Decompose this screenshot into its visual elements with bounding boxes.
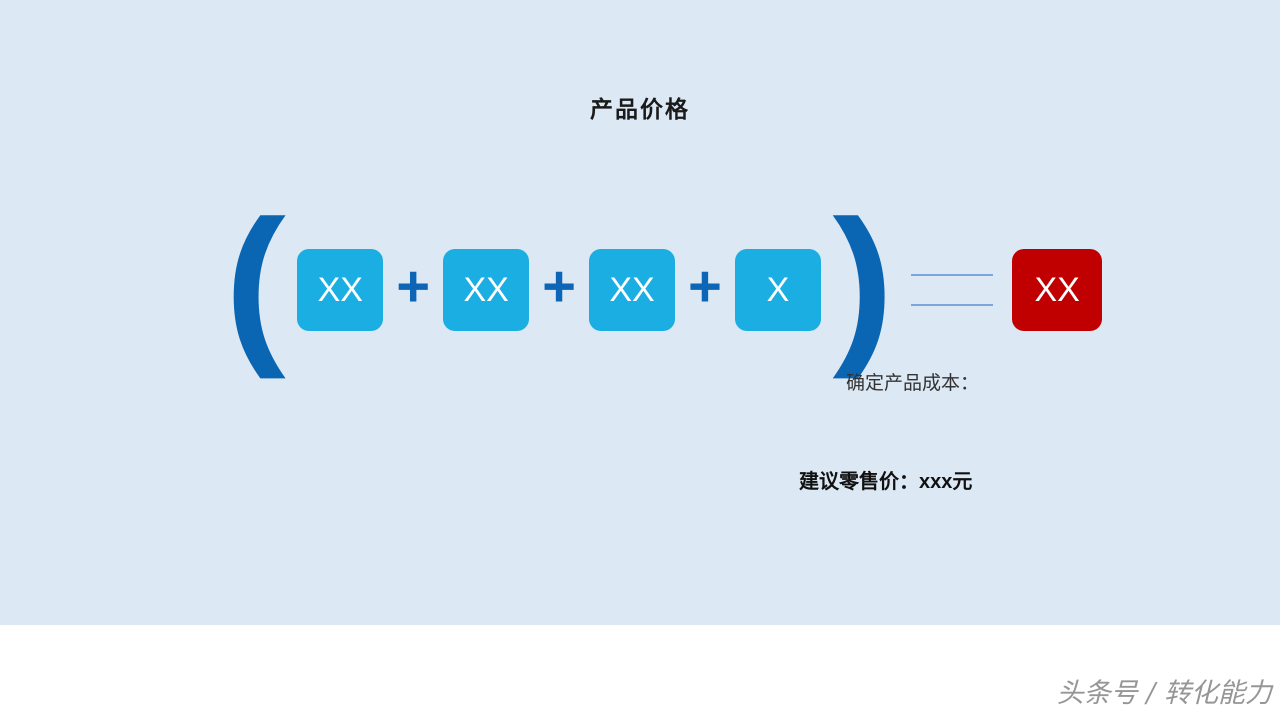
cost-term-box-4: X	[734, 249, 821, 331]
page-title: 产品价格	[590, 96, 690, 122]
cost-label: 确定产品成本：	[846, 373, 980, 394]
plus-operator: +	[542, 254, 577, 319]
result-price-box: XX	[1012, 249, 1103, 331]
close-paren: )	[832, 184, 894, 380]
retail-price-label: 建议零售价：xxx元	[799, 471, 973, 493]
equals-lines	[911, 274, 994, 306]
plus-operator: +	[688, 254, 722, 319]
open-paren: (	[224, 184, 286, 380]
cost-term-box-3: XX	[589, 249, 676, 331]
footer-bar	[0, 625, 1280, 720]
plus-operator: +	[396, 254, 431, 319]
connector-line	[911, 304, 994, 306]
cost-term-box-2: XX	[443, 249, 530, 331]
price-formula: ( XX + XX + XX + X ) XX	[225, 195, 1103, 370]
connector-line	[911, 274, 994, 276]
watermark: 头条号 / 转化能力	[1056, 678, 1272, 709]
cost-term-box-1: XX	[297, 249, 384, 331]
